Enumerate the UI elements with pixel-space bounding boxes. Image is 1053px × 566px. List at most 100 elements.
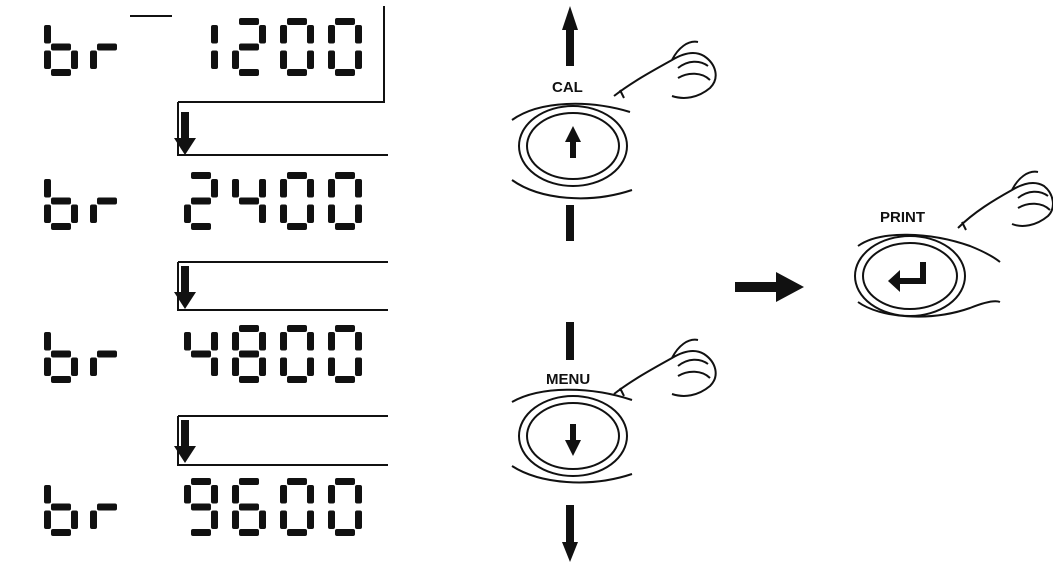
button-bezel-lines [857, 233, 1001, 318]
lcd-segment [51, 223, 71, 230]
lcd-segment [287, 223, 307, 230]
lcd-segment [71, 204, 78, 223]
lcd-segment [287, 376, 307, 383]
lcd-segment [280, 204, 287, 223]
right-arrow-icon [735, 272, 804, 302]
lcd-segment [211, 50, 218, 69]
lcd-segment [328, 25, 335, 44]
lcd-segment [191, 223, 211, 230]
lcd-segment [259, 510, 266, 529]
lcd-segment [44, 25, 51, 44]
lcd-segment [184, 332, 191, 351]
lcd-prefix: br [44, 485, 117, 536]
lcd-segment [184, 204, 191, 223]
lcd-segment [71, 50, 78, 69]
lcd-value: 9600 [184, 478, 362, 536]
lcd-segment [239, 478, 259, 485]
cal-label: CAL [552, 79, 583, 96]
lcd-display-row: br1200 [44, 18, 362, 76]
lcd-segment [307, 332, 314, 351]
lcd-segment [355, 357, 362, 376]
lcd-segment [51, 529, 71, 536]
lcd-segment [97, 503, 117, 511]
lcd-segment [280, 357, 287, 376]
lcd-segment [259, 179, 266, 198]
lcd-segment [307, 179, 314, 198]
lcd-segment [232, 179, 239, 198]
menu-button[interactable] [518, 395, 628, 477]
lcd-segment [280, 50, 287, 69]
lcd-segment [259, 357, 266, 376]
lcd-segment [232, 510, 239, 529]
lcd-segment [307, 485, 314, 504]
lcd-segment [239, 350, 259, 358]
lcd-segment [287, 69, 307, 76]
print-button[interactable] [854, 235, 966, 317]
lcd-segment [259, 25, 266, 44]
menu-label: MENU [546, 371, 590, 388]
flow-connector-1 [177, 102, 388, 156]
up-arrow-icon [565, 126, 581, 158]
lcd-segment [280, 485, 287, 504]
lcd-segment [259, 204, 266, 223]
lcd-segment [90, 510, 97, 529]
down-arrow-icon [562, 505, 578, 562]
lcd-segment [239, 18, 259, 25]
menu-key-panel: MENU [511, 322, 717, 562]
lcd-segment [335, 478, 355, 485]
lcd-segment [44, 179, 51, 198]
pointing-hand-icon [613, 40, 717, 99]
print-label: PRINT [880, 209, 925, 226]
flow-connector-2 [177, 261, 388, 311]
flow-connector-3 [177, 415, 388, 466]
lcd-segment [71, 357, 78, 376]
lcd-segment [355, 510, 362, 529]
lcd-segment [90, 357, 97, 376]
lcd-segment [97, 197, 117, 205]
lcd-value: 1200 [211, 18, 362, 76]
down-arrow-icon [565, 424, 581, 456]
flow-arrow [174, 112, 196, 155]
lcd-segment [44, 204, 51, 223]
lcd-segment [335, 69, 355, 76]
button-bezel-lines [511, 102, 633, 200]
lcd-segment [191, 172, 211, 179]
lcd-segment [280, 25, 287, 44]
print-key-panel: PRINT [854, 170, 1053, 318]
lcd-segment [90, 204, 97, 223]
first-display-bracket [130, 6, 385, 103]
lcd-segment [44, 357, 51, 376]
lcd-segment [232, 485, 239, 504]
lcd-segment [191, 503, 211, 511]
lcd-segment [335, 529, 355, 536]
lcd-segment [239, 43, 259, 51]
lcd-segment [328, 179, 335, 198]
flow-bar [566, 205, 574, 241]
lcd-prefix: br [44, 332, 117, 383]
lcd-segment [355, 50, 362, 69]
lcd-segment [211, 25, 218, 44]
cal-button[interactable] [518, 105, 628, 187]
lcd-segment [97, 350, 117, 358]
lcd-segment [97, 43, 117, 51]
lcd-segment [239, 325, 259, 332]
lcd-segment [355, 204, 362, 223]
lcd-display-row: br 9600 [44, 478, 362, 536]
lcd-segment [51, 197, 71, 205]
lcd-segment [287, 529, 307, 536]
lcd-segment [211, 485, 218, 504]
lcd-segment [280, 332, 287, 351]
lcd-segment [239, 503, 259, 511]
lcd-segment [328, 50, 335, 69]
button-bezel-lines [511, 388, 633, 484]
lcd-segment [328, 332, 335, 351]
lcd-segment [232, 357, 239, 376]
lcd-segment [191, 478, 211, 485]
lcd-segment [239, 529, 259, 536]
lcd-prefix: br [44, 179, 117, 230]
lcd-segment [51, 43, 71, 51]
lcd-display-row: br2400 [44, 172, 362, 230]
lcd-segment [232, 332, 239, 351]
lcd-segment [355, 25, 362, 44]
flow-arrow [174, 420, 196, 463]
